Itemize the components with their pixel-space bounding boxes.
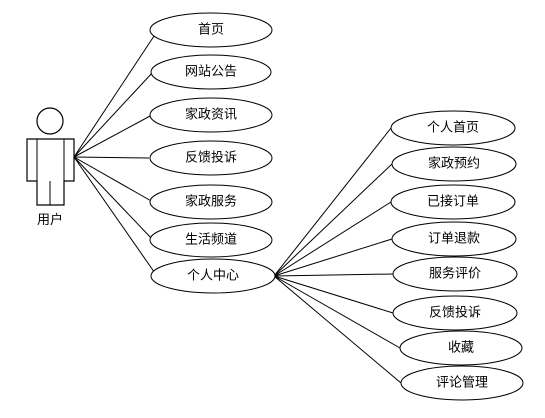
edge-favorite [273, 275, 401, 349]
actor-body [26, 138, 75, 206]
use-case-label: 反馈投诉 [185, 150, 237, 166]
use-case-label: 网站公告 [185, 65, 237, 80]
edge-refund [273, 238, 393, 277]
edge-center [73, 156, 158, 277]
edge-review [273, 273, 394, 277]
edge-info [73, 114, 153, 158]
use-case-service[interactable]: 家政服务 [149, 184, 273, 220]
use-case-label: 家政资讯 [185, 107, 237, 123]
use-case-life[interactable]: 生活频道 [149, 222, 273, 258]
sub-use-case-feedback[interactable]: 反馈投诉 [392, 295, 518, 331]
use-case-label: 个人首页 [427, 121, 479, 136]
use-case-complaint[interactable]: 反馈投诉 [149, 140, 273, 176]
use-case-label: 家政服务 [185, 194, 237, 210]
actor-head [36, 107, 64, 135]
use-case-info[interactable]: 家政资讯 [149, 97, 273, 133]
use-case-label: 个人中心 [187, 269, 239, 284]
edge-booking [273, 163, 393, 277]
edge-my-home [273, 127, 392, 277]
sub-use-case-review[interactable]: 服务评价 [392, 256, 518, 292]
edge-notice [73, 71, 154, 158]
sub-use-case-comment-admin[interactable]: 评论管理 [400, 365, 524, 401]
sub-use-case-my-home[interactable]: 个人首页 [390, 110, 516, 146]
use-case-label: 收藏 [448, 341, 474, 356]
edge-home [73, 29, 159, 158]
edge-service [73, 156, 154, 203]
actor: 用户 [26, 107, 75, 228]
use-case-label: 生活频道 [185, 233, 237, 248]
use-case-label: 服务评价 [429, 266, 481, 282]
sub-use-case-favorite[interactable]: 收藏 [399, 330, 523, 366]
center-edges [273, 127, 402, 384]
use-case-label: 已接订单 [427, 194, 479, 210]
use-case-label: 家政预约 [428, 156, 480, 172]
use-case-label: 反馈投诉 [429, 305, 481, 321]
sub-use-case-booking[interactable]: 家政预约 [391, 146, 517, 182]
actor-name: 用户 [37, 212, 63, 228]
use-case-label: 评论管理 [436, 376, 488, 391]
actor-edges [73, 29, 159, 277]
use-case-home[interactable]: 首页 [149, 12, 273, 48]
use-case-label: 订单退款 [428, 232, 480, 247]
edge-feedback [273, 275, 394, 314]
use-case-center[interactable]: 个人中心 [150, 258, 276, 294]
edge-life [73, 156, 154, 241]
edge-comment-admin [273, 275, 402, 384]
use-case-label: 首页 [198, 23, 224, 38]
sub-use-case-accepted[interactable]: 已接订单 [390, 184, 516, 220]
edge-complaint [73, 156, 150, 159]
edge-accepted [273, 201, 392, 277]
use-case-notice[interactable]: 网站公告 [150, 54, 272, 90]
sub-use-case-refund[interactable]: 订单退款 [391, 221, 517, 257]
